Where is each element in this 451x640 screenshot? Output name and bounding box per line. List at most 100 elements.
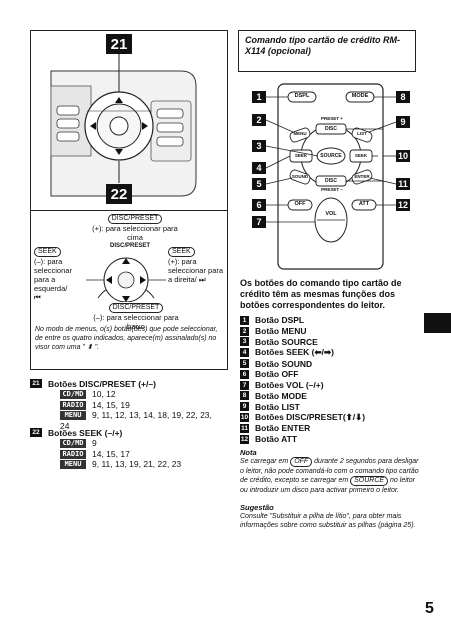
callout-21: 21 bbox=[106, 34, 132, 54]
callout-9: 9 bbox=[396, 116, 410, 128]
button-list-item: 9 Botão LIST bbox=[240, 401, 420, 412]
button-number: 10 bbox=[240, 413, 249, 423]
disc-plus-button[interactable]: DISC bbox=[325, 126, 337, 132]
button-list-item: 4 Botões SEEK (⬅/➡) bbox=[240, 347, 420, 358]
button-list-item: 8 Botão MODE bbox=[240, 391, 420, 402]
tip-text: Consulte "Substituir a pilha de lítio", … bbox=[240, 513, 416, 529]
off-pill: OFF bbox=[290, 457, 313, 467]
preset-minus-label: PRESET – bbox=[321, 187, 343, 192]
callout-10: 10 bbox=[396, 150, 410, 162]
note-title: Nota bbox=[240, 448, 257, 457]
enter-button[interactable]: ENTER bbox=[354, 174, 370, 179]
source-tag: CD/MD bbox=[60, 439, 86, 448]
menu-button[interactable]: MENU bbox=[293, 131, 307, 136]
button-label: Botão LIST bbox=[255, 401, 300, 412]
callout-6: 6 bbox=[252, 199, 266, 211]
page-ref-wrap: 24 bbox=[60, 420, 70, 431]
seek-left-label: SEEK (–): para seleccionar para a esquer… bbox=[34, 247, 72, 302]
button-number: 4 bbox=[240, 348, 249, 358]
menu-mode-note: No modo de menus, o(s) botão(ões) que po… bbox=[35, 326, 218, 351]
callout-12: 12 bbox=[396, 199, 410, 211]
seek-pill-left: SEEK bbox=[34, 247, 61, 257]
vol-button[interactable]: VOL bbox=[325, 211, 337, 217]
unit-figure-box bbox=[30, 30, 228, 370]
seek-pill-right: SEEK bbox=[168, 247, 195, 257]
button-label: Botão MENU bbox=[255, 326, 307, 337]
list-button[interactable]: LIST bbox=[357, 131, 367, 136]
callout-5: 5 bbox=[252, 178, 266, 190]
callout-7: 7 bbox=[252, 216, 266, 228]
remote-illustration: DSPL MODE PRESET + DISC MENU LIST SEEK S… bbox=[238, 72, 416, 270]
button-list-item: 7 Botões VOL (–/+) bbox=[240, 380, 420, 391]
button-number: 9 bbox=[240, 402, 249, 412]
callout-22: 22 bbox=[106, 184, 132, 204]
callout-4: 4 bbox=[252, 162, 266, 174]
source-pill: SOURCE bbox=[350, 476, 389, 486]
mode-button[interactable]: MODE bbox=[351, 93, 369, 99]
button-list-item: 1 Botão DSPL bbox=[240, 315, 420, 326]
att-button[interactable]: ATT bbox=[358, 201, 370, 207]
source-tag: RADIO bbox=[60, 400, 86, 410]
button-number: 12 bbox=[240, 434, 249, 444]
button-label: Botões VOL (–/+) bbox=[255, 380, 324, 391]
seek-right-label: SEEK (+): para seleccionar para a direit… bbox=[168, 247, 224, 284]
button-number: 8 bbox=[240, 391, 249, 401]
button-label: Botões SEEK (⬅/➡) bbox=[255, 347, 334, 358]
button-number: 11 bbox=[240, 423, 249, 433]
button-number: 7 bbox=[240, 380, 249, 390]
next-track-icon: ⏭ bbox=[198, 275, 206, 284]
callout-2: 2 bbox=[252, 114, 266, 126]
remote-description: Os botões do comando tipo cartão de créd… bbox=[240, 278, 402, 310]
button-number: 5 bbox=[240, 359, 249, 369]
source-tag: MENU bbox=[60, 411, 86, 420]
source-tag: RADIO bbox=[60, 449, 86, 459]
function-title: Botões SEEK (–/+) bbox=[48, 427, 123, 438]
button-number: 3 bbox=[240, 337, 249, 347]
section-tab-marker bbox=[424, 313, 451, 333]
callout-3: 3 bbox=[252, 140, 266, 152]
button-list-item: 3 Botão SOURCE bbox=[240, 337, 420, 348]
figure-divider bbox=[30, 210, 228, 211]
section-header: Comando tipo cartão de crédito RM-X114 (… bbox=[238, 30, 416, 72]
page-number: 5 bbox=[425, 600, 434, 617]
head-unit-illustration bbox=[50, 53, 197, 197]
disc-preset-pill-down: DISC/PRESET bbox=[108, 303, 164, 313]
note-text: Se carregar em OFF durante 2 segundos pa… bbox=[240, 457, 419, 494]
button-label: Botões DISC/PRESET(⬆/⬇) bbox=[255, 412, 366, 423]
disc-preset-pill: DISC/PRESET bbox=[107, 214, 163, 224]
num-21: 21 bbox=[30, 379, 42, 388]
button-list-item: 11 Botão ENTER bbox=[240, 423, 420, 434]
sound-button[interactable]: SOUND bbox=[291, 174, 309, 179]
remote-body bbox=[265, 83, 397, 270]
callout-1: 1 bbox=[252, 91, 266, 103]
disc-preset-up-label: DISC/PRESET (+): para seleccionar para c… bbox=[92, 214, 178, 242]
button-label: Botão SOURCE bbox=[255, 336, 318, 347]
function-title: Botões DISC/PRESET (+/–) bbox=[48, 378, 156, 389]
button-list-item: 10 Botões DISC/PRESET(⬆/⬇) bbox=[240, 412, 420, 423]
callout-8: 8 bbox=[396, 91, 410, 103]
off-button[interactable]: OFF bbox=[294, 201, 306, 207]
button-label: Botão ENTER bbox=[255, 423, 311, 434]
source-tag: CD/MD bbox=[60, 390, 86, 399]
source-button[interactable]: SOURCE bbox=[320, 153, 342, 159]
dial-closeup bbox=[86, 257, 166, 302]
seek-right-button[interactable]: SEEK bbox=[354, 153, 368, 158]
button-label: Botão DSPL bbox=[255, 315, 305, 326]
button-label: Botão MODE bbox=[255, 390, 307, 401]
button-number: 6 bbox=[240, 369, 249, 379]
prev-track-icon: ⏮ bbox=[34, 293, 41, 302]
dspl-button[interactable]: DSPL bbox=[294, 93, 310, 99]
seek-left-button[interactable]: SEEK bbox=[294, 153, 308, 158]
disc-minus-button[interactable]: DISC bbox=[325, 178, 337, 184]
callout-11: 11 bbox=[396, 178, 410, 190]
preset-plus-label: PRESET + bbox=[321, 116, 343, 121]
button-number: 1 bbox=[240, 315, 249, 325]
num-22: 22 bbox=[30, 428, 42, 437]
